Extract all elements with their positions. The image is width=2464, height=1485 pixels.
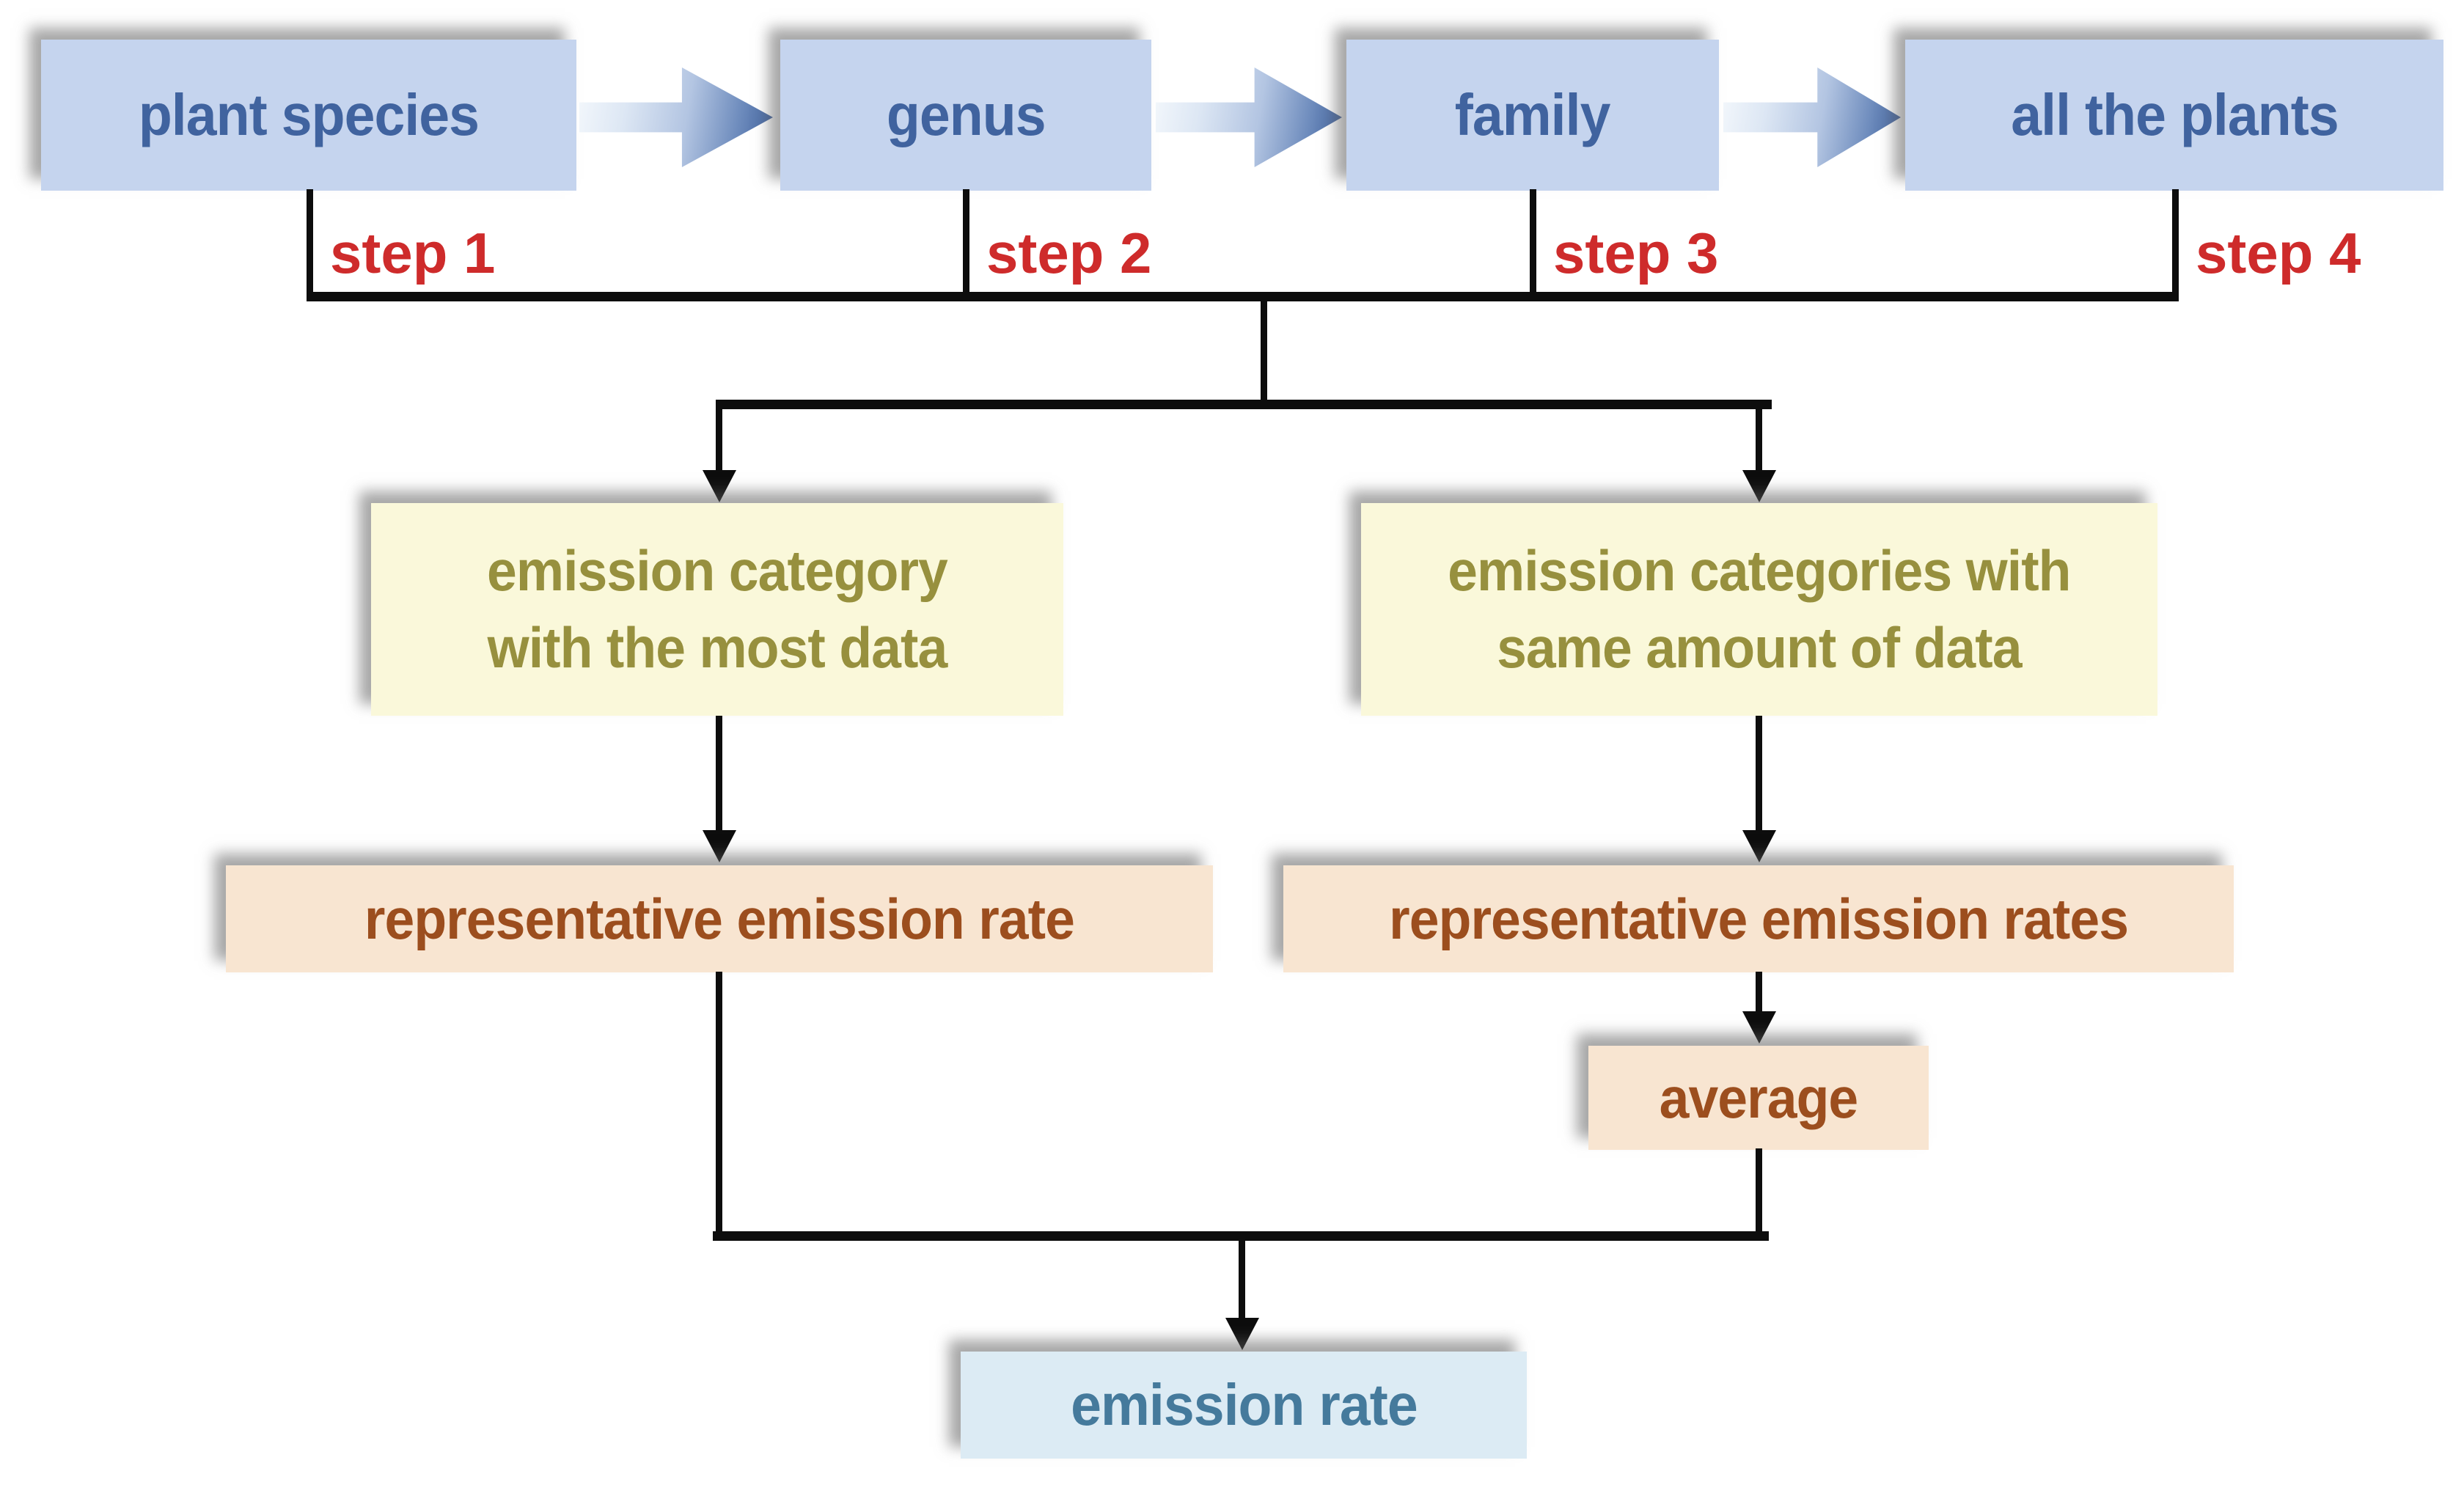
step4-label: step 4: [2196, 221, 2361, 285]
arrow-down-icon: [716, 404, 722, 472]
node-all-the-plants-label: all the plants: [2010, 82, 2339, 147]
category-line2: same amount of data: [1497, 615, 2022, 680]
merge-line-right: [1756, 1148, 1762, 1240]
category-line1: emission categories with: [1448, 538, 2071, 603]
node-genus-label: genus: [886, 82, 1046, 147]
node-family-label: family: [1455, 82, 1611, 147]
collector-line: [307, 292, 2179, 301]
merge-line-left: [716, 972, 722, 1240]
node-emission-rate: emission rate: [961, 1352, 1527, 1459]
category-line1: emission category: [487, 538, 948, 603]
node-emission-category-most-data: emission category with the most data: [371, 503, 1063, 716]
arrow-down-icon: [716, 716, 722, 832]
node-family: family: [1346, 40, 1719, 191]
node-representative-emission-rate-label: representative emission rate: [364, 886, 1075, 951]
node-genus: genus: [780, 40, 1151, 191]
node-plant-species-label: plant species: [138, 82, 480, 147]
node-representative-emission-rates: representative emission rates: [1283, 865, 2234, 972]
node-average-label: average: [1659, 1065, 1859, 1130]
center-drop-line: [1261, 297, 1267, 408]
step3-line: [1530, 189, 1536, 296]
category-line2: with the most data: [487, 615, 948, 680]
splitter-line: [716, 400, 1772, 409]
arrow-down-icon: [1756, 716, 1762, 832]
step1-label: step 1: [330, 221, 496, 285]
step2-label: step 2: [986, 221, 1152, 285]
node-emission-categories-same-data: emission categories with same amount of …: [1361, 503, 2157, 716]
arrow-down-icon: [1756, 972, 1762, 1013]
arrow-right-icon: [1723, 67, 1901, 167]
arrow-down-icon: [1239, 1236, 1245, 1319]
step4-line: [2172, 189, 2179, 296]
node-emission-category-most-data-label: emission category with the most data: [487, 532, 948, 687]
node-emission-categories-same-data-label: emission categories with same amount of …: [1448, 532, 2071, 687]
step2-line: [963, 189, 969, 296]
node-representative-emission-rates-label: representative emission rates: [1389, 886, 2129, 951]
step1-line: [307, 189, 313, 296]
node-average: average: [1588, 1046, 1929, 1150]
step3-label: step 3: [1553, 221, 1719, 285]
node-plant-species: plant species: [41, 40, 576, 191]
arrow-right-icon: [1156, 67, 1342, 167]
node-all-the-plants: all the plants: [1905, 40, 2443, 191]
node-representative-emission-rate: representative emission rate: [226, 865, 1213, 972]
arrow-down-icon: [1756, 404, 1762, 472]
arrow-right-icon: [579, 67, 773, 167]
node-emission-rate-label: emission rate: [1070, 1372, 1418, 1437]
